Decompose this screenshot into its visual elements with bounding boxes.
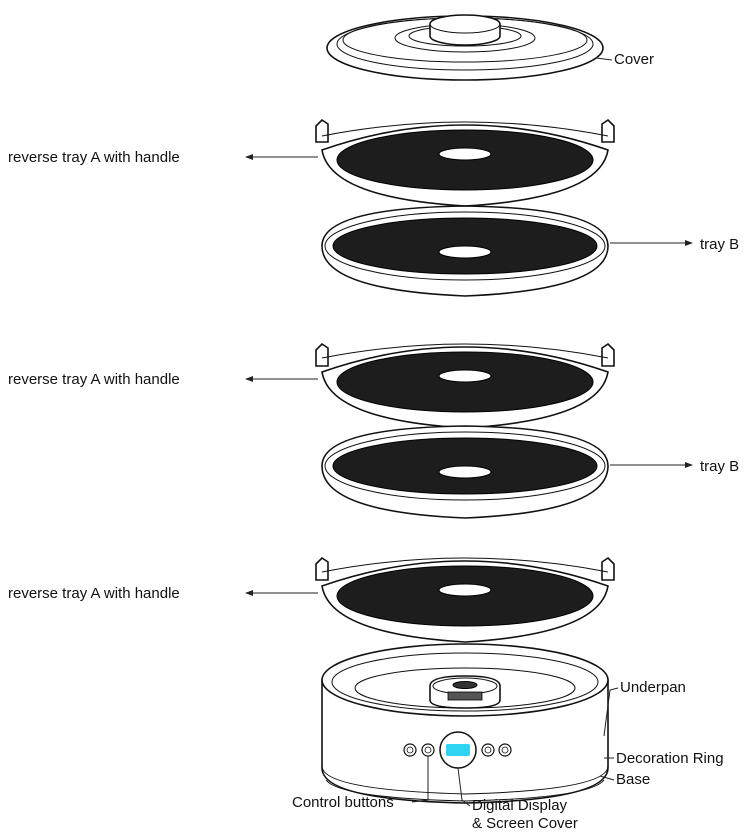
underpan-leader-line <box>603 687 619 737</box>
control-buttons-label: Control buttons <box>292 794 394 811</box>
tray-b-1-label: tray B <box>700 236 739 253</box>
underpan-label: Underpan <box>620 679 686 696</box>
control-buttons-leader-line <box>411 756 429 803</box>
tray-b-2-label: tray B <box>700 458 739 475</box>
tray-a-1-label: reverse tray A with handle <box>8 149 180 166</box>
control-button-2[interactable] <box>421 743 435 757</box>
tray-a-2-label: reverse tray A with handle <box>8 371 180 388</box>
cover-label: Cover <box>614 51 654 68</box>
cover-leader-line <box>595 57 613 61</box>
tray-a-3-label: reverse tray A with handle <box>8 585 180 602</box>
tray-b-1 <box>321 205 609 297</box>
control-button-4[interactable] <box>498 743 512 757</box>
base-unit <box>321 643 609 804</box>
decoration-ring-label: Decoration Ring <box>616 750 724 767</box>
control-button-3-inner <box>484 746 492 754</box>
control-button-1[interactable] <box>403 743 417 757</box>
digital-display-label-line2: & Screen Cover <box>472 815 578 832</box>
digital-display-leader-line <box>457 767 471 807</box>
tray-b-2 <box>321 425 609 519</box>
control-button-3[interactable] <box>481 743 495 757</box>
control-button-2-inner <box>424 746 432 754</box>
control-button-4-inner <box>501 746 509 754</box>
control-button-1-inner <box>406 746 414 754</box>
tray-a-1 <box>315 118 615 207</box>
digital-display-label-line1: Digital Display <box>472 797 568 814</box>
cover-part <box>326 14 604 81</box>
base-label: Base <box>616 771 650 788</box>
digital-display-screen <box>446 744 470 756</box>
tray-a-3 <box>315 556 615 643</box>
tray-a-2 <box>315 342 615 429</box>
base-leader-line <box>599 775 615 781</box>
